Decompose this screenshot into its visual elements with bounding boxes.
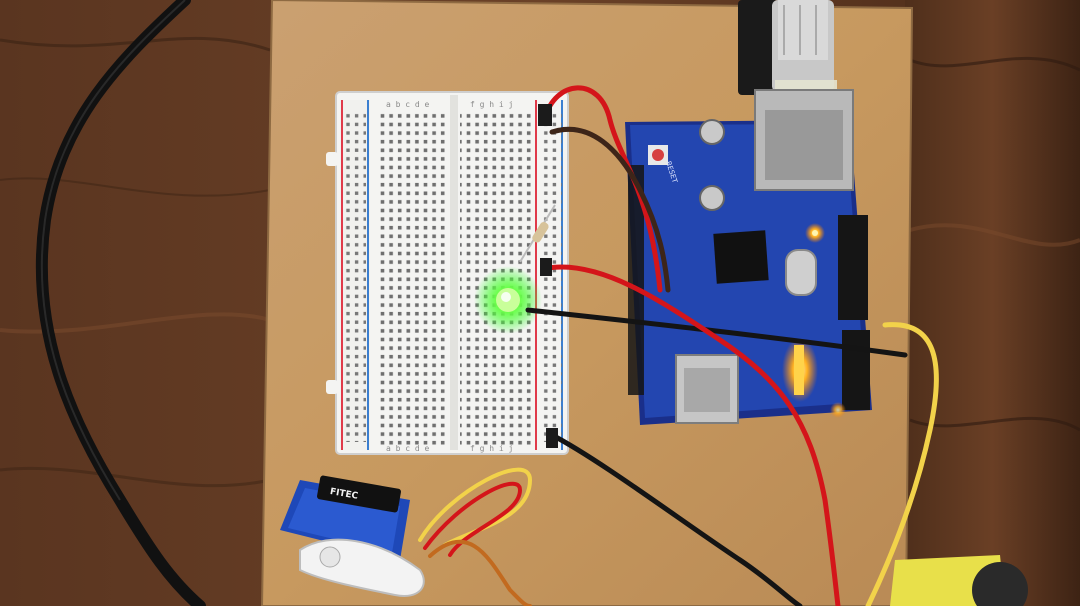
servo-motor-icon: FITEC	[280, 475, 425, 597]
breadboard-columns-bottom-left: a b c d e	[386, 444, 430, 453]
header-pins	[838, 215, 868, 320]
servo-brand-label: FITEC	[329, 487, 359, 502]
crystal	[785, 249, 817, 296]
capacitor	[699, 119, 725, 145]
ethernet-cable	[738, 0, 837, 100]
breadboard: a b c d e f g h i j a b c d e f g h i j	[326, 91, 569, 455]
sd-card-slot-icon	[675, 354, 739, 424]
capacitor	[699, 185, 725, 211]
yellow-object	[890, 555, 1028, 606]
green-led-light	[474, 266, 542, 334]
breadboard-columns-top-right: f g h i j	[470, 100, 513, 109]
resistor-icon	[519, 204, 556, 263]
breadboard-columns-bottom-right: f g h i j	[470, 444, 513, 453]
jumper-wires	[418, 85, 939, 606]
breadboard-columns-top-left: a b c d e	[386, 100, 430, 109]
ethernet-chip	[713, 230, 769, 284]
